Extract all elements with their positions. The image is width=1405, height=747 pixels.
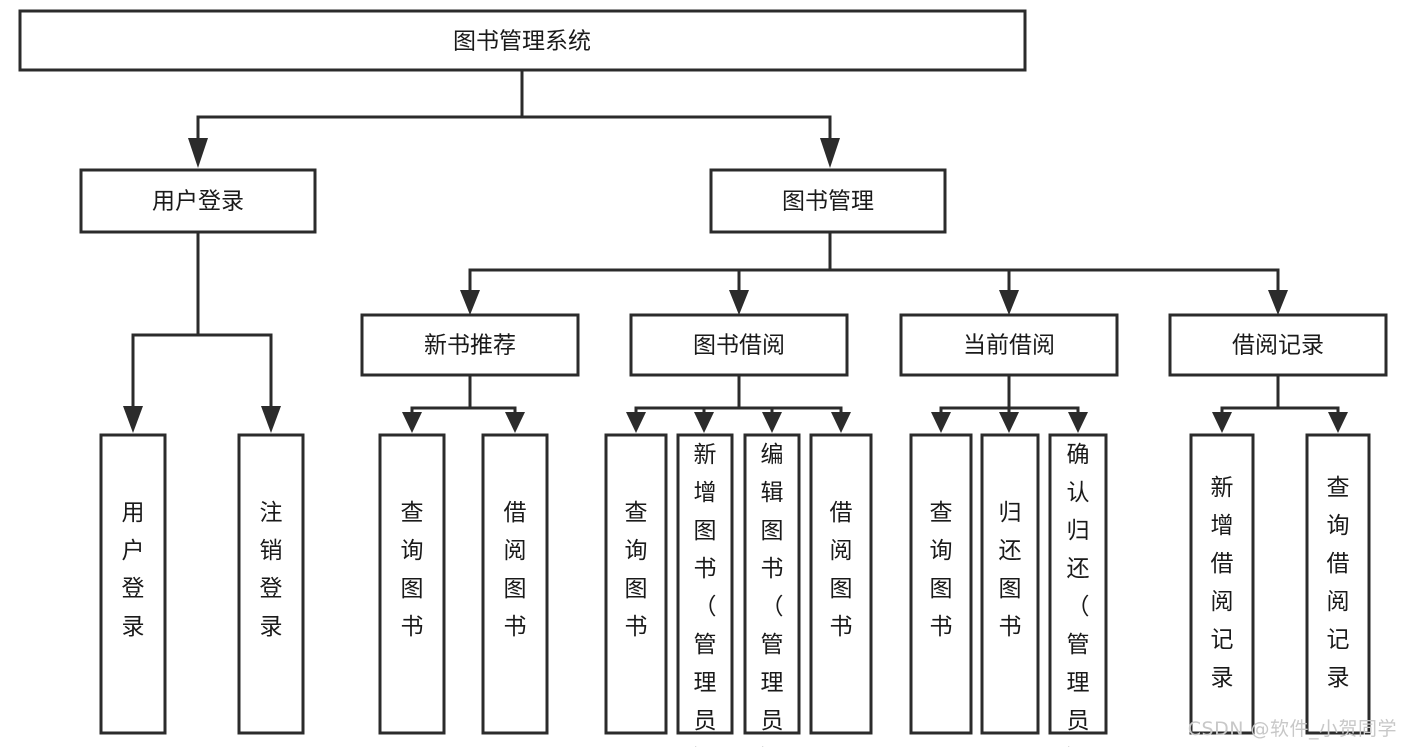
- leaf-node-query-book-1[interactable]: 查询图书: [378, 433, 446, 735]
- node-borrow-record[interactable]: 借阅记录: [1168, 313, 1388, 377]
- leaf-query-book-3-label: 查询图书: [930, 500, 953, 640]
- leaf-borrow-book-1-box[interactable]: [481, 433, 549, 735]
- node-borrow-record-label: 借阅记录: [1232, 333, 1324, 359]
- csdn-watermark: CSDN @软件_小贺同学: [1187, 718, 1397, 740]
- leaf-query-book-2-box[interactable]: [604, 433, 668, 735]
- leaf-query-book-1-box[interactable]: [378, 433, 446, 735]
- leaf-node-add-record[interactable]: 新增借阅记录: [1189, 433, 1255, 735]
- arrow-leaf-edit-book: [762, 412, 782, 433]
- leaf-node-user-login[interactable]: 用户登录: [99, 433, 167, 735]
- leaf-node-confirm-return[interactable]: 确认归还（管理员）: [1048, 433, 1108, 747]
- node-book-management[interactable]: 图书管理: [709, 168, 947, 234]
- leaf-edit-book-box[interactable]: [743, 433, 801, 735]
- leaf-query-record-label: 查询借阅记录: [1327, 475, 1350, 691]
- leaf-borrow-book-1-label: 借阅图书: [504, 500, 527, 640]
- arrow-leaf-add-record: [1212, 412, 1232, 433]
- leaf-borrow-book-2-label: 借阅图书: [830, 500, 853, 640]
- leaf-node-query-record[interactable]: 查询借阅记录: [1305, 433, 1371, 735]
- arrow-leaf-confirm-return: [1068, 412, 1088, 433]
- connector-group: [123, 68, 1348, 433]
- node-user-login[interactable]: 用户登录: [79, 168, 317, 234]
- leaf-node-logout-login[interactable]: 注销登录: [237, 433, 305, 735]
- leaf-logout-login-label: 注销登录: [260, 500, 283, 640]
- node-user-login-box[interactable]: [79, 168, 317, 234]
- arrow-to-user-login: [188, 138, 208, 168]
- leaf-confirm-return-box[interactable]: [1048, 433, 1108, 735]
- arrow-leaf-query-book-1: [402, 412, 422, 433]
- leaf-add-book-label: 新增图书（管理员）: [694, 442, 717, 747]
- leaf-query-book-2-label: 查询图书: [625, 500, 648, 640]
- node-borrow-record-box[interactable]: [1168, 313, 1388, 377]
- leaf-query-book-3-box[interactable]: [909, 433, 973, 735]
- arrow-to-current-borrow: [999, 290, 1019, 315]
- arrow-leaf-return-book: [999, 412, 1019, 433]
- node-current-borrow-label: 当前借阅: [963, 333, 1055, 359]
- arrow-leaf-query-record: [1328, 412, 1348, 433]
- node-root-box[interactable]: [18, 9, 1027, 72]
- leaf-node-query-book-3[interactable]: 查询图书: [909, 433, 973, 735]
- arrow-to-book-management: [820, 138, 840, 168]
- leaf-add-book-box[interactable]: [676, 433, 734, 735]
- leaf-node-query-book-2[interactable]: 查询图书: [604, 433, 668, 735]
- leaf-query-record-box[interactable]: [1305, 433, 1371, 735]
- leaf-borrow-book-2-box[interactable]: [809, 433, 873, 735]
- node-new-book-recommend-label: 新书推荐: [424, 333, 516, 359]
- arrow-leaf-borrow-book-1: [505, 412, 525, 433]
- arrow-to-book-borrow: [729, 290, 749, 315]
- leaf-user-login-label: 用户登录: [122, 500, 145, 640]
- node-current-borrow-box[interactable]: [899, 313, 1119, 377]
- leaf-node-borrow-book-2[interactable]: 借阅图书: [809, 433, 873, 735]
- leaf-add-record-label: 新增借阅记录: [1211, 475, 1234, 691]
- node-book-borrow[interactable]: 图书借阅: [629, 313, 849, 377]
- leaf-node-add-book[interactable]: 新增图书（管理员）: [676, 433, 734, 747]
- node-book-borrow-label: 图书借阅: [693, 333, 785, 359]
- leaf-node-borrow-book-1[interactable]: 借阅图书: [481, 433, 549, 735]
- arrow-to-borrow-record: [1268, 290, 1288, 315]
- arrow-leaf-user-login: [123, 406, 143, 433]
- node-book-management-box[interactable]: [709, 168, 947, 234]
- node-new-book-recommend-box[interactable]: [360, 313, 580, 377]
- leaf-query-book-1-label: 查询图书: [401, 500, 424, 640]
- node-root-label: 图书管理系统: [453, 29, 591, 55]
- node-current-borrow[interactable]: 当前借阅: [899, 313, 1119, 377]
- leaf-edit-book-label: 编辑图书（管理员）: [761, 442, 784, 747]
- arrow-leaf-query-book-2: [626, 412, 646, 433]
- arrow-leaf-query-book-3: [931, 412, 951, 433]
- arrow-leaf-borrow-book-2: [831, 412, 851, 433]
- leaf-logout-login-box[interactable]: [237, 433, 305, 735]
- node-new-book-recommend[interactable]: 新书推荐: [360, 313, 580, 377]
- leaf-user-login-box[interactable]: [99, 433, 167, 735]
- leaf-add-record-box[interactable]: [1189, 433, 1255, 735]
- node-user-login-label: 用户登录: [152, 189, 244, 215]
- arrow-leaf-logout-login: [261, 406, 281, 433]
- node-book-management-label: 图书管理: [782, 189, 874, 215]
- leaf-return-book-box[interactable]: [980, 433, 1040, 735]
- leaf-return-book-label: 归还图书: [999, 500, 1022, 640]
- leaf-confirm-return-label: 确认归还（管理员）: [1067, 442, 1090, 747]
- arrow-to-new-book: [460, 290, 480, 315]
- leaf-node-edit-book[interactable]: 编辑图书（管理员）: [743, 433, 801, 747]
- node-book-borrow-box[interactable]: [629, 313, 849, 377]
- leaf-node-return-book[interactable]: 归还图书: [980, 433, 1040, 735]
- node-root[interactable]: 图书管理系统: [18, 9, 1027, 72]
- arrow-leaf-add-book: [694, 412, 714, 433]
